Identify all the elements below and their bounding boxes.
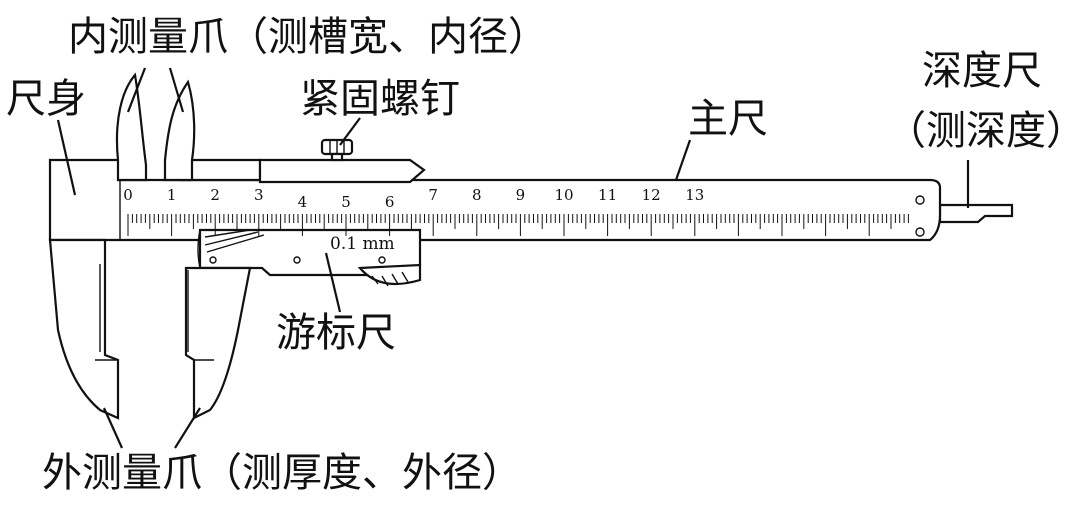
outer-jaw-fixed [50, 240, 118, 418]
main-scale-label: 2 [210, 186, 220, 204]
main-scale-label: 1 [167, 186, 177, 204]
outer-jaw-moving [186, 268, 250, 418]
label-depth-rod: 深度尺 [922, 48, 1042, 94]
label-inner-jaws: 内测量爪（测槽宽、内径） [68, 14, 548, 60]
label-lock-screw: 紧固螺钉 [300, 76, 460, 122]
depth-rod [940, 205, 1012, 222]
main-scale-label: 8 [472, 186, 482, 204]
vernier-unit-label: 0.1 mm [330, 234, 395, 254]
slider-top-bar [260, 160, 424, 182]
main-scale-label: 5 [341, 193, 351, 211]
main-scale-label: 12 [642, 186, 661, 204]
label-outer-jaws: 外测量爪（测厚度、外径） [42, 450, 522, 496]
label-vernier: 游标尺 [276, 310, 396, 356]
leader-main-scale [676, 140, 690, 180]
main-scale-label: 10 [554, 186, 573, 204]
label-ruler-body: 尺身 [6, 76, 86, 122]
thumb-wheel [360, 265, 420, 284]
main-scale-label: 13 [685, 186, 704, 204]
label-depth-rod-note: （测深度） [886, 108, 1080, 154]
main-scale-label: 0 [123, 186, 133, 204]
main-scale-label: 11 [598, 186, 617, 204]
main-scale-label: 9 [516, 186, 526, 204]
label-main-scale: 主尺 [688, 96, 768, 142]
main-scale-label: 7 [428, 186, 438, 204]
main-scale-label: 3 [254, 186, 264, 204]
main-scale-label: 6 [385, 193, 395, 211]
leader-outer-jaw-right [175, 408, 200, 448]
main-scale-label: 4 [298, 193, 308, 211]
inner-jaw-fixed [117, 75, 146, 180]
lock-screw-stem [332, 154, 342, 160]
